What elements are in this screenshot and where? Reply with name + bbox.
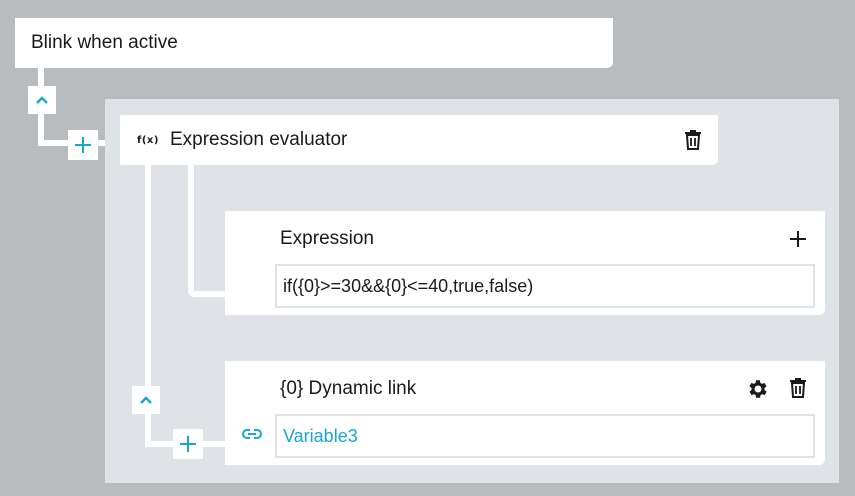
plus-icon	[790, 231, 806, 247]
connector-line	[188, 291, 227, 297]
block-blink-when-active[interactable]: Blink when active	[15, 18, 613, 68]
settings-button[interactable]	[746, 377, 770, 406]
expression-input[interactable]: if({0}>=30&&{0}<=40,true,false)	[275, 264, 815, 308]
collapse-button[interactable]	[132, 386, 160, 414]
block-expression-evaluator[interactable]: f(x) Expression evaluator	[120, 115, 718, 165]
link-icon	[242, 427, 262, 445]
gear-icon	[749, 380, 767, 398]
dynamic-link-label: {0} Dynamic link	[280, 378, 417, 399]
variable-input[interactable]: Variable3	[275, 414, 815, 458]
expression-parameter: Expression if({0}>=30&&{0}<=40,true,fals…	[225, 211, 825, 315]
add-parameter-button[interactable]	[788, 229, 808, 254]
chevron-up-icon	[140, 396, 152, 404]
add-block-button[interactable]	[173, 429, 203, 459]
delete-button[interactable]	[684, 129, 702, 157]
trash-icon	[685, 130, 701, 150]
add-block-button[interactable]	[68, 130, 98, 160]
chevron-up-icon	[36, 96, 48, 104]
dynamic-link-parameter: {0} Dynamic link Variable3	[225, 361, 825, 465]
trash-icon	[790, 378, 806, 398]
function-icon: f(x)	[137, 134, 159, 146]
plus-icon	[75, 137, 91, 153]
connector-line	[188, 165, 194, 293]
expression-label: Expression	[280, 228, 374, 249]
block-title: Expression evaluator	[169, 129, 348, 150]
plus-icon	[180, 436, 196, 452]
collapse-button[interactable]	[28, 86, 56, 114]
block-title: Blink when active	[31, 32, 178, 53]
connector-line	[145, 165, 151, 447]
delete-button[interactable]	[789, 377, 807, 404]
